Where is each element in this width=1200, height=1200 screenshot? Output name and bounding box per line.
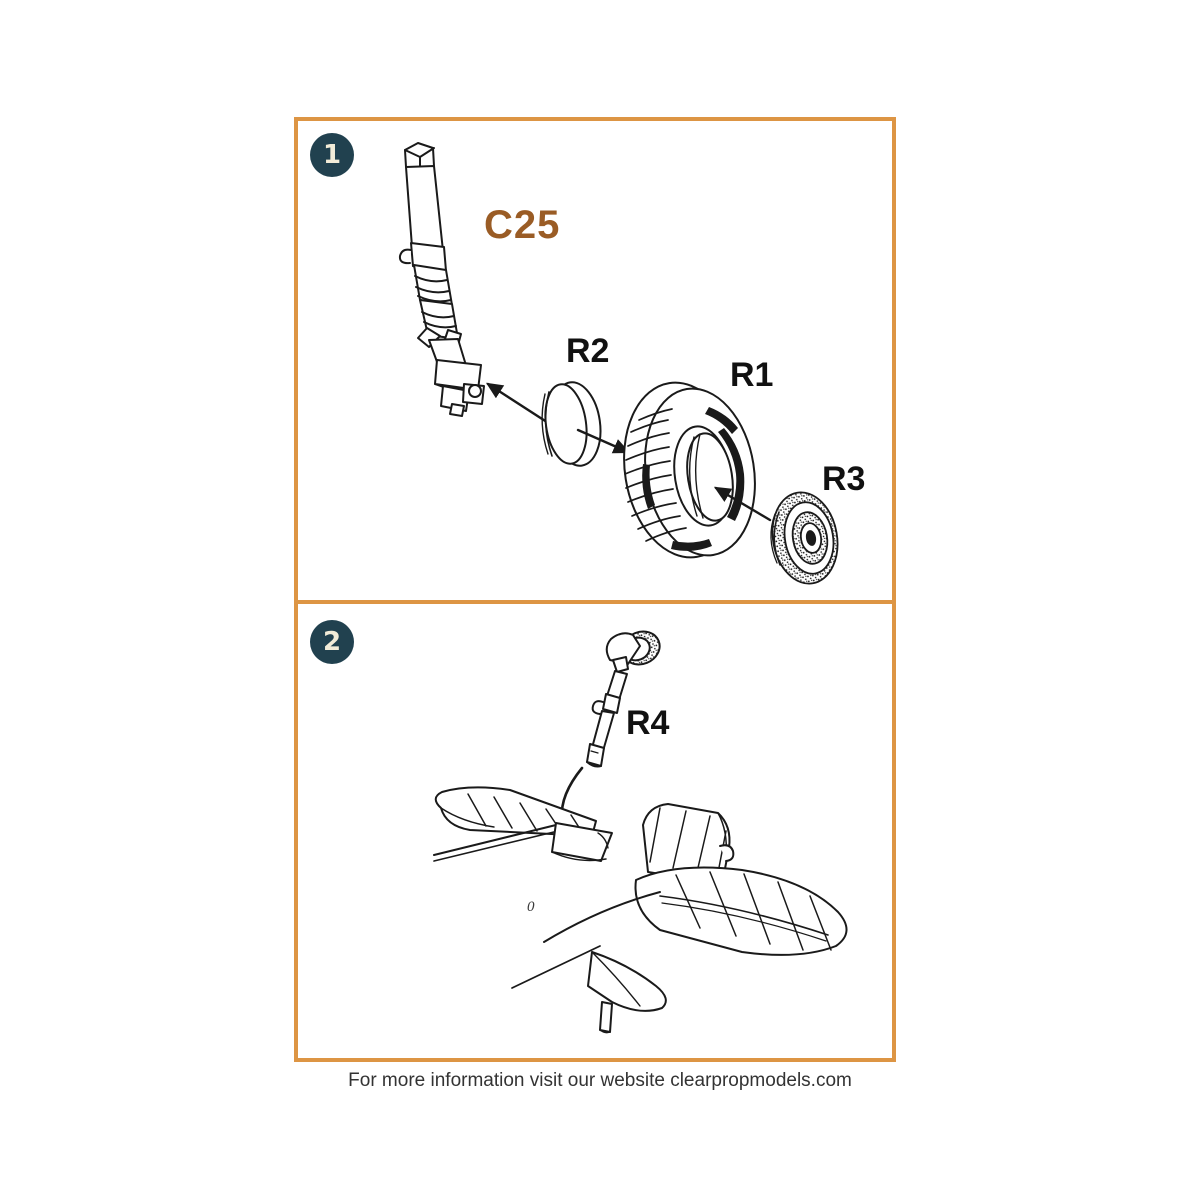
- part-label-r3: R3: [822, 460, 866, 498]
- part-label-r2: R2: [566, 332, 610, 370]
- alignment-mark-zero: 0: [527, 899, 535, 915]
- part-label-r1: R1: [730, 356, 774, 394]
- part-label-r4: R4: [626, 704, 670, 742]
- step-badge-1: 1: [310, 133, 354, 177]
- part-label-c25: C25: [484, 203, 561, 247]
- footer-website-note: For more information visit our website c…: [348, 1070, 852, 1091]
- step-2-panel: [294, 600, 896, 1062]
- step-badge-2: 2: [310, 620, 354, 664]
